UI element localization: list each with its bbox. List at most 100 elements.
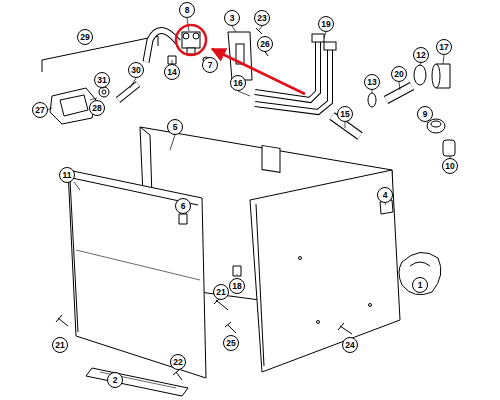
callout-box: 31 xyxy=(94,72,110,88)
callout-box: 13 xyxy=(364,74,380,90)
callout-box: 22 xyxy=(170,354,186,370)
callout-ring xyxy=(214,285,229,300)
callout-ring xyxy=(33,103,48,118)
callout-ring xyxy=(180,3,195,18)
callout-ring xyxy=(225,11,240,26)
callout-box: 29 xyxy=(77,29,93,45)
callout-ring xyxy=(258,37,273,52)
leader-lines xyxy=(47,18,450,280)
callout-number: 19 xyxy=(321,20,330,29)
callout-ring xyxy=(255,11,270,26)
callout-box: 14 xyxy=(164,64,180,80)
callout-ring xyxy=(165,65,180,80)
callout-box: 15 xyxy=(337,106,353,122)
callout-number: 3 xyxy=(230,14,235,23)
callout-number: 6 xyxy=(181,202,186,211)
callout-number: 9 xyxy=(423,110,428,119)
callout-ring xyxy=(338,107,353,122)
callout-number: 23 xyxy=(257,14,266,23)
callout-number: 13 xyxy=(367,78,376,87)
callout-ring xyxy=(203,58,218,73)
callout-ring xyxy=(171,355,186,370)
callout-ring xyxy=(413,278,428,293)
callout-box: 1 xyxy=(412,277,428,293)
callout-box: 4 xyxy=(377,187,393,203)
callout-number: 31 xyxy=(97,76,106,85)
callout-ring xyxy=(392,67,407,82)
callout-number: 5 xyxy=(173,123,178,132)
callout-number: 7 xyxy=(208,61,213,70)
callout-number: 10 xyxy=(445,162,454,171)
callout-box: 10 xyxy=(442,158,458,174)
callout-box: 11 xyxy=(59,167,75,183)
callout-number: 11 xyxy=(63,171,72,180)
callout-box: 24 xyxy=(342,337,358,353)
callout-ring xyxy=(60,168,75,183)
callout-number: 21 xyxy=(55,341,64,350)
callout-number: 27 xyxy=(35,106,44,115)
callout-number: 1 xyxy=(418,281,423,290)
callout-box: 20 xyxy=(391,66,407,82)
callout-box: 9 xyxy=(417,106,433,122)
callout-ring xyxy=(231,76,246,91)
callout-box: 6 xyxy=(175,198,191,214)
callout-box: 30 xyxy=(128,62,144,78)
callout-box: 28 xyxy=(89,100,105,116)
callout-ring xyxy=(437,40,452,55)
callout-number: 26 xyxy=(260,40,269,49)
callout-number: 20 xyxy=(394,70,403,79)
callout-ring xyxy=(319,17,334,32)
cabinet xyxy=(56,127,441,396)
callout-box: 21 xyxy=(213,284,229,300)
callout-number: 4 xyxy=(383,191,388,200)
callout-ring xyxy=(443,159,458,174)
callout-ring xyxy=(230,279,245,294)
callout-box: 2 xyxy=(107,372,123,388)
callout-rings xyxy=(33,3,458,388)
callout-ring xyxy=(365,75,380,90)
callout-box: 3 xyxy=(224,10,240,26)
callout-number: 12 xyxy=(416,51,425,60)
callout-ring xyxy=(224,336,239,351)
callout-ring xyxy=(414,48,429,63)
callout-box: 8 xyxy=(179,2,195,18)
callout-ring xyxy=(168,120,183,135)
callout-box: 5 xyxy=(167,119,183,135)
callout-box: 26 xyxy=(257,36,273,52)
callout-number: 2 xyxy=(113,376,118,385)
callout-number: 15 xyxy=(340,110,349,119)
callout-number: 28 xyxy=(92,104,101,113)
callout-box: 16 xyxy=(230,75,246,91)
callout-ring xyxy=(95,73,110,88)
callout-number: 25 xyxy=(226,339,235,348)
callout-box: 27 xyxy=(32,102,48,118)
callout-ring xyxy=(90,101,105,116)
callout-box: 19 xyxy=(318,16,334,32)
highlight xyxy=(176,25,305,94)
callout-ring xyxy=(108,373,123,388)
callout-box: 18 xyxy=(229,278,245,294)
callout-box: 12 xyxy=(413,47,429,63)
callout-box: 7 xyxy=(202,57,218,73)
callout-ring xyxy=(176,199,191,214)
callout-number: 24 xyxy=(345,341,354,350)
callout-ring xyxy=(53,338,68,353)
callout-ring xyxy=(343,338,358,353)
callout-number: 21 xyxy=(216,288,225,297)
callout-number: 29 xyxy=(80,33,89,42)
callout-ring xyxy=(418,107,433,122)
callout-ring xyxy=(78,30,93,45)
callout-number: 22 xyxy=(173,358,182,367)
callout-ring xyxy=(378,188,393,203)
callout-number: 18 xyxy=(232,282,241,291)
callout-number: 8 xyxy=(185,6,190,15)
callout-box: 17 xyxy=(436,39,452,55)
callout-number: 17 xyxy=(439,43,448,52)
callout-box: 21 xyxy=(52,337,68,353)
callout-ring xyxy=(129,63,144,78)
callout-box: 23 xyxy=(254,10,270,26)
callout-number: 16 xyxy=(233,79,242,88)
callout-number: 30 xyxy=(131,66,140,75)
